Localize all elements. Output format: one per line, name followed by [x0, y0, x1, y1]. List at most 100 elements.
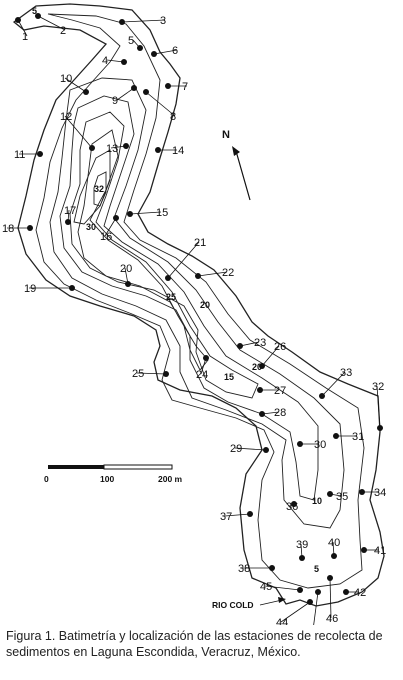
- station-marker-11: [37, 151, 43, 157]
- station-label-11: 11: [14, 149, 25, 161]
- depth-label: 30: [86, 222, 96, 232]
- station-marker-8: [143, 89, 149, 95]
- station-marker-6: [151, 51, 157, 57]
- station-label-2: 2: [60, 25, 66, 37]
- depth-label: 25: [166, 292, 176, 302]
- depth-contours: [12, 3, 385, 607]
- station-label-44: 44: [276, 617, 288, 625]
- station-marker-43: [315, 589, 321, 595]
- station-marker-36: [291, 501, 297, 507]
- station-marker-21: [165, 275, 171, 281]
- station-label-22: 22: [222, 267, 234, 279]
- station-label-9: 9: [112, 95, 118, 107]
- station-label-10: 10: [60, 73, 72, 85]
- station-marker-3: [119, 19, 125, 25]
- station-label-29: 29: [230, 443, 242, 455]
- station-marker-2: [35, 13, 41, 19]
- contour-5: [35, 13, 365, 589]
- station-marker-13: [123, 143, 129, 149]
- station-label-46: 46: [326, 613, 338, 625]
- station-marker-18: [27, 225, 33, 231]
- contour-20: [69, 111, 259, 399]
- station-label-4: 4: [102, 55, 108, 67]
- north-label: N: [222, 129, 230, 141]
- station-marker-1: [15, 17, 21, 23]
- station-leader-44: [280, 601, 311, 623]
- station-label-25: 25: [132, 368, 144, 380]
- station-marker-17: [65, 219, 71, 225]
- station-label-36: 36: [286, 501, 298, 513]
- station-label-14: 14: [172, 145, 184, 157]
- station-marker-5: [137, 45, 143, 51]
- station-label-5: 5: [128, 35, 134, 47]
- scale-label-100: 100: [100, 474, 114, 484]
- station-label-45: 45: [260, 581, 272, 593]
- station-marker-35: [327, 491, 333, 497]
- depth-label: 20: [252, 362, 262, 372]
- station-marker-46: [327, 575, 333, 581]
- north-arrowhead-icon: [232, 146, 240, 156]
- station-label-33: 33: [340, 367, 352, 379]
- station-marker-25: [163, 371, 169, 377]
- contour-10: [49, 77, 345, 529]
- station-leader-32: [376, 385, 381, 429]
- station-leader-46: [329, 577, 332, 619]
- station-marker-14: [155, 147, 161, 153]
- river-arrowhead-icon: [278, 597, 286, 603]
- depth-label: 10: [312, 496, 322, 506]
- station-leader-1: [17, 19, 28, 37]
- station-label-37: 37: [220, 511, 232, 523]
- scale-bar: 0 100 200 m: [44, 464, 183, 484]
- station-label-6: 6: [172, 45, 178, 57]
- station-marker-31: [333, 433, 339, 439]
- station-leader-22: [197, 271, 228, 277]
- station-label-26: 26: [274, 341, 286, 353]
- station-marker-22: [195, 273, 201, 279]
- depth-label: 32: [94, 184, 104, 194]
- station-label-1: 1: [22, 31, 28, 43]
- station-marker-15: [127, 211, 133, 217]
- station-label-20: 20: [120, 263, 132, 275]
- station-marker-37: [247, 511, 253, 517]
- station-marker-7: [165, 83, 171, 89]
- station-label-30: 30: [314, 439, 326, 451]
- station-marker-41: [361, 547, 367, 553]
- station-marker-29: [263, 447, 269, 453]
- station-leader-15: [129, 211, 162, 215]
- station-label-7: 7: [182, 81, 188, 93]
- station-leader-45: [264, 585, 301, 591]
- station-marker-45: [297, 587, 303, 593]
- station-label-16: 16: [100, 231, 112, 243]
- station-label-41: 41: [374, 545, 386, 557]
- station-label-34: 34: [374, 487, 386, 499]
- station-marker-16: [113, 215, 119, 221]
- station-marker-26: [259, 363, 265, 369]
- station-label-40: 40: [328, 537, 340, 549]
- station-label-38: 38: [238, 563, 250, 575]
- station-marker-34: [359, 489, 365, 495]
- station-markers: [15, 13, 383, 605]
- station-marker-12: [89, 145, 95, 151]
- contour-30: [73, 149, 111, 225]
- station-marker-9: [131, 85, 137, 91]
- station-label-31: 31: [352, 431, 364, 443]
- station-leader-lines: [7, 15, 381, 625]
- station-marker-44: [307, 599, 313, 605]
- station-label-39: 39: [296, 539, 308, 551]
- station-label-12: 12: [60, 111, 72, 123]
- station-leader-43: [313, 591, 319, 625]
- station-leader-12: [64, 115, 93, 149]
- station-marker-19: [69, 285, 75, 291]
- station-label-8: 8: [170, 111, 176, 123]
- scale-label-0: 0: [44, 474, 49, 484]
- station-marker-30: [297, 441, 303, 447]
- station-marker-23: [237, 343, 243, 349]
- depth-label: 20: [200, 300, 210, 310]
- station-marker-28: [259, 411, 265, 417]
- contour-32: [93, 171, 107, 207]
- station-marker-42: [343, 589, 349, 595]
- station-label-13: 13: [106, 143, 118, 155]
